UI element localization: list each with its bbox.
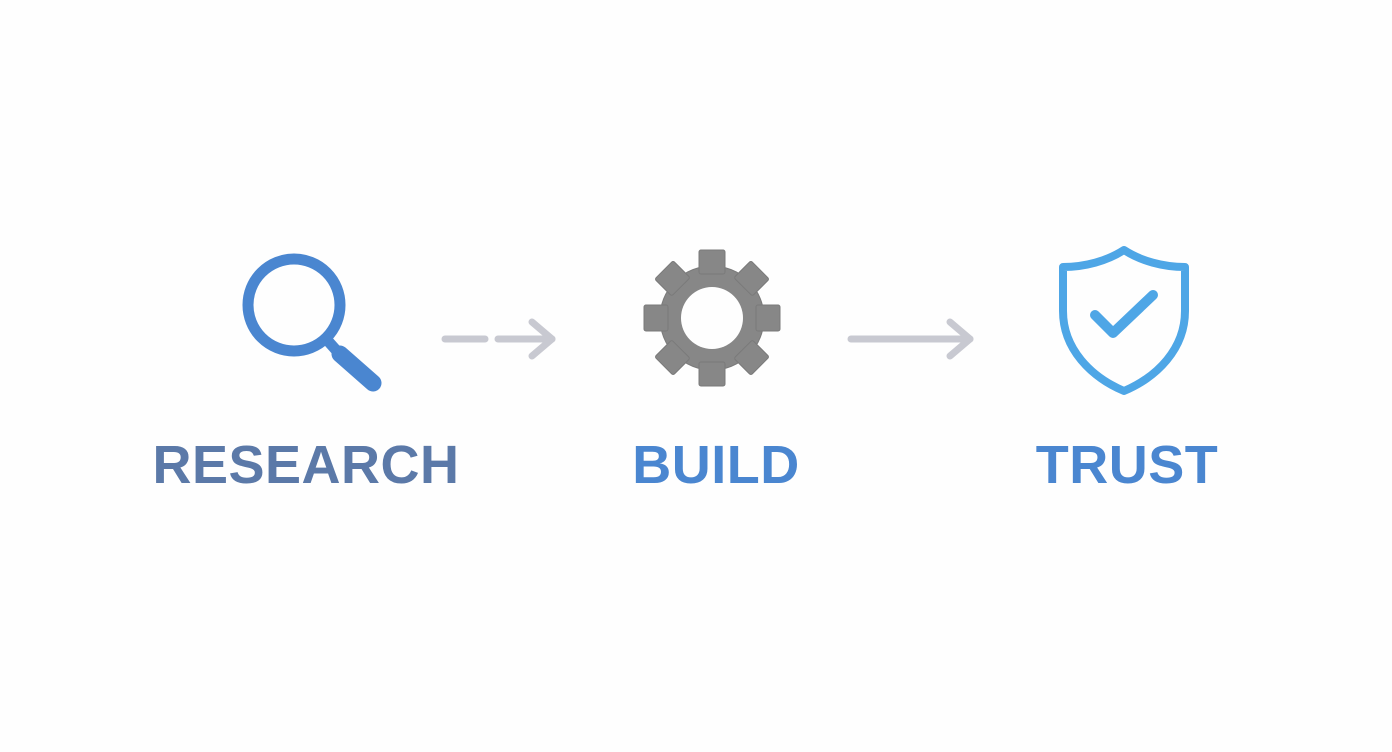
gear-icon: [643, 249, 781, 387]
step-label-research: RESEARCH: [152, 435, 460, 495]
step-label-trust: TRUST: [1035, 435, 1219, 495]
dashed-arrow-connector: [441, 318, 556, 360]
search-icon: [242, 253, 382, 392]
step-label-build: BUILD: [632, 435, 800, 495]
solid-arrow-connector: [847, 318, 974, 360]
shield-check-icon: [1059, 246, 1189, 395]
